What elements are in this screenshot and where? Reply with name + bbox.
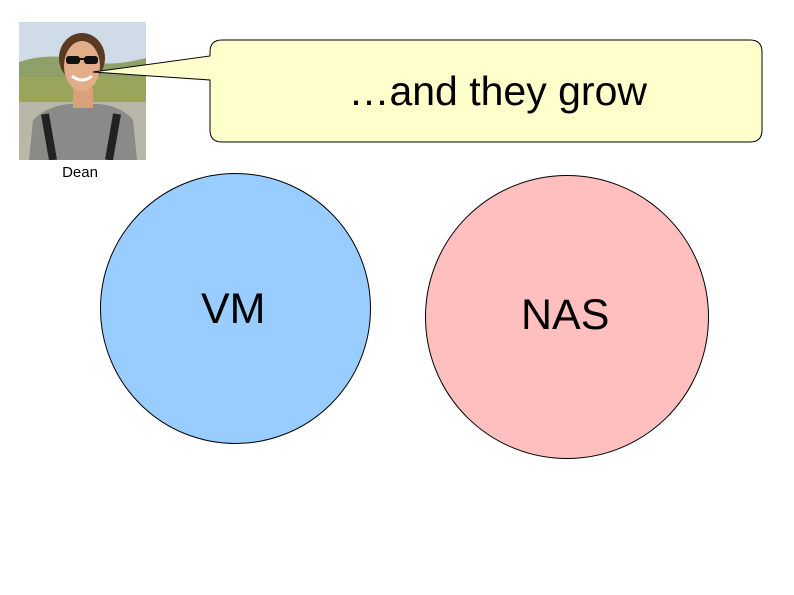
vm-circle [100,173,371,444]
vm-label: VM [201,285,266,333]
speaker-portrait [19,22,146,160]
nas-circle [425,175,709,459]
speaker-photo [19,22,146,160]
callout-text: …and they grow [348,68,647,114]
speaker-name: Dean [62,164,98,181]
nas-label: NAS [521,291,610,339]
